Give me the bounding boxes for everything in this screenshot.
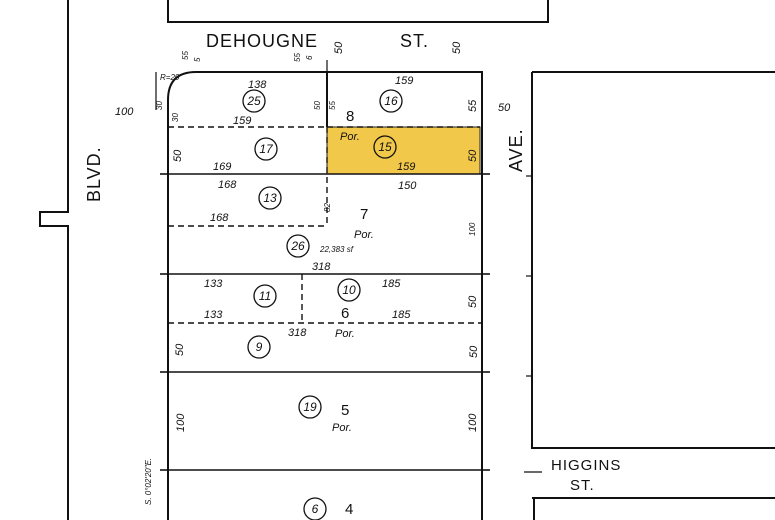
lot-8: 8 (346, 108, 354, 125)
parcel-number-16: 16 (384, 94, 398, 108)
lot-7-por: Por. (354, 229, 374, 241)
dim-133-a: 133 (204, 278, 223, 290)
parcel-circle-13[interactable] (258, 186, 282, 210)
highlighted-parcel-15[interactable] (326, 126, 481, 175)
dim-top-55b: 55 (293, 53, 302, 62)
lot-5: 5 (341, 402, 349, 419)
parcel-number-13: 13 (263, 191, 277, 205)
dim-159-15: 159 (397, 161, 415, 173)
lot-8-por: Por. (340, 131, 360, 143)
parcel-number-25: 25 (246, 94, 261, 108)
bearing-label: S. 0°02'20"E. (144, 458, 153, 505)
street-dehougne-label: DEHOUGNE (206, 31, 318, 51)
lot-6-por: Por. (335, 328, 355, 340)
parcel-circle-9[interactable] (247, 335, 271, 359)
lot-6: 6 (341, 305, 349, 322)
dim-50-ave: 50 (498, 102, 511, 114)
parcel-number-17: 17 (259, 142, 274, 156)
parcel-number-19: 19 (303, 400, 317, 414)
dim-50-right6: 50 (467, 295, 479, 308)
dim-55-mid: 55 (328, 101, 337, 110)
parcel-circle-6[interactable] (303, 497, 327, 520)
lot-5-por: Por. (332, 422, 352, 434)
parcel-numbers: 25 16 17 15 13 26 11 10 9 19 6 (246, 94, 398, 516)
dim-185-a: 185 (382, 278, 401, 290)
dim-top-55: 55 (181, 51, 190, 60)
dim-100-right: 100 (468, 222, 477, 236)
dim-168-a: 168 (218, 179, 237, 191)
parcel-dashed-lines (168, 126, 482, 324)
street-blvd-label: BLVD. (84, 146, 104, 202)
dim-corner-30: 30 (155, 101, 164, 110)
parcel-number-10: 10 (342, 283, 356, 297)
dim-169: 169 (213, 161, 231, 173)
dim-168-b: 168 (210, 212, 229, 224)
lot-4: 4 (345, 501, 353, 518)
dim-159-top: 159 (395, 75, 413, 87)
parcel-number-15: 15 (378, 140, 392, 154)
dim-50-right9: 50 (468, 345, 480, 358)
dim-133-b: 133 (204, 309, 223, 321)
dim-50-mid: 50 (313, 101, 322, 110)
dim-100-right5: 100 (467, 413, 479, 432)
dim-150: 150 (398, 180, 417, 192)
dim-corner-r: R=20 (160, 73, 180, 82)
parcel-circle-11[interactable] (253, 284, 277, 308)
parcel-number-9: 9 (256, 340, 263, 354)
dim-185-b: 185 (392, 309, 411, 321)
parcel-circle-17[interactable] (254, 137, 278, 161)
dim-138: 138 (248, 79, 267, 91)
dim-50-15: 50 (467, 149, 479, 162)
dim-top-6: 6 (305, 55, 314, 60)
street-higgins-label: HIGGINS (551, 457, 621, 474)
street-lines (39, 0, 775, 520)
dim-top-50b: 50 (451, 41, 463, 54)
parcel-circle-26[interactable] (286, 234, 310, 258)
parcel-number-11: 11 (259, 289, 271, 303)
parcel-circle-19[interactable] (298, 395, 322, 419)
street-dehougne-suffix: ST. (400, 31, 429, 51)
area-label: 22,383 sf (319, 245, 354, 254)
dim-blvd-100: 100 (115, 106, 134, 118)
dim-55-right: 55 (467, 99, 479, 112)
dim-100-left5: 100 (175, 413, 187, 432)
dim-82: 82 (323, 203, 332, 212)
dim-318-b: 318 (288, 327, 307, 339)
dim-30-left: 30 (171, 113, 180, 122)
lot-7: 7 (360, 206, 368, 223)
edge-ticks (155, 60, 542, 473)
dim-top-5: 5 (193, 57, 202, 62)
street-ave-label: AVE. (506, 128, 526, 172)
street-higgins-suffix: ST. (570, 477, 595, 494)
dim-50-left9: 50 (174, 343, 186, 356)
parcel-circles (242, 89, 403, 520)
parcel-number-26: 26 (290, 239, 305, 253)
parcel-circle-25[interactable] (242, 89, 266, 113)
dim-top-50a: 50 (333, 41, 345, 54)
block-outline (167, 71, 483, 520)
lot-lines (160, 173, 490, 471)
parcel-circle-16[interactable] (379, 89, 403, 113)
parcel-number-6: 6 (312, 502, 319, 516)
dim-50-left17: 50 (172, 149, 184, 162)
dim-318-a: 318 (312, 261, 331, 273)
parcel-circle-15[interactable] (373, 135, 397, 159)
dim-159-left: 159 (233, 115, 251, 127)
parcel-circle-10[interactable] (337, 278, 361, 302)
